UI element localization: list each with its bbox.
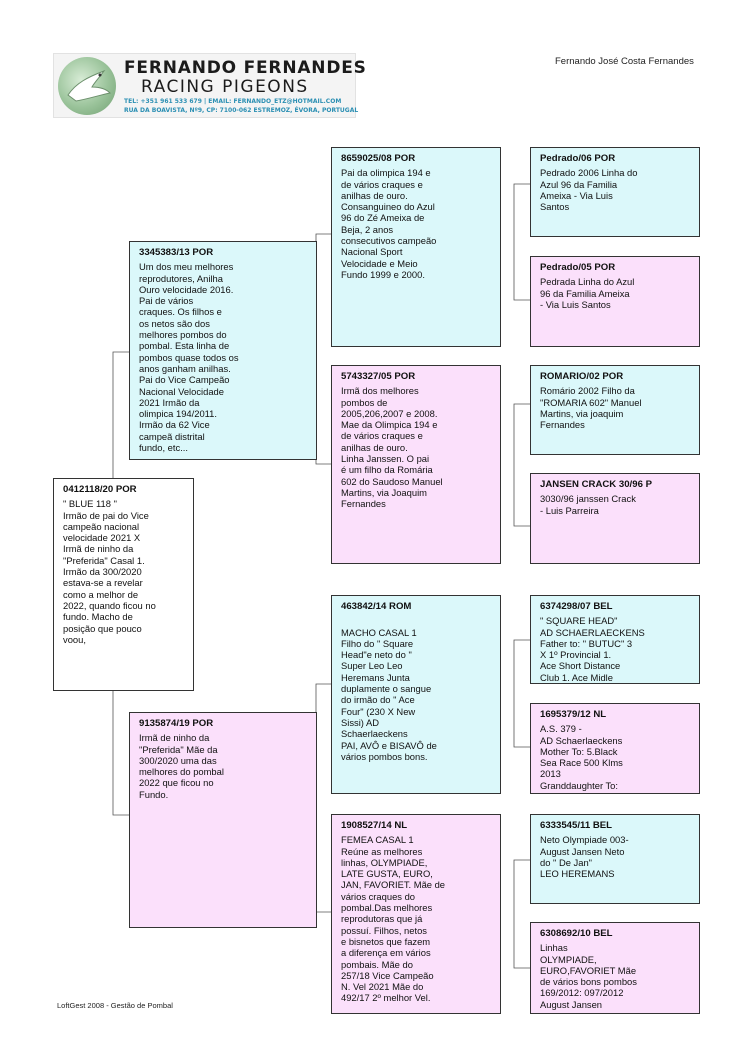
pigeon-description: A.S. 379 - AD Schaerlaeckens Mother To: … [540, 723, 623, 791]
logo-subtitle: RACING PIGEONS [141, 77, 309, 97]
ring-number: 9135874/19 POR [139, 718, 214, 729]
pigeon-description: Linhas OLYMPIADE, EURO,FAVORIET Mãe de v… [540, 942, 637, 1010]
owner-name: Fernando José Costa Fernandes [555, 56, 694, 67]
pigeon-description: Neto Olympiade 003- August Jansen Neto d… [540, 834, 629, 880]
great-grandparent-card: 6308692/10 BEL Linhas OLYMPIADE, EURO,FA… [530, 922, 700, 1014]
ring-number: 1908527/14 NL [341, 820, 408, 831]
logo-address: RUA DA BOAVISTA, Nº9, CP: 7100-062 ESTRE… [124, 107, 359, 114]
sire-card: 3345383/13 POR Um dos meu melhores repro… [129, 241, 317, 460]
logo-contact: TEL: +351 961 533 679 | EMAIL: FERNANDO_… [124, 98, 342, 105]
great-grandparent-card: ROMARIO/02 POR Romário 2002 Filho da "RO… [530, 365, 700, 455]
pigeon-description: Irmã dos melhores pombos de 2005,206,200… [341, 385, 443, 510]
ring-number: 6333545/11 BEL [540, 820, 613, 831]
great-grandparent-card: Pedrado/05 POR Pedrada Linha do Azul 96 … [530, 256, 700, 347]
breeder-logo: FERNANDO FERNANDES RACING PIGEONS TEL: +… [53, 53, 367, 118]
ring-number: 3345383/13 POR [139, 247, 214, 258]
ring-number: JANSEN CRACK 30/96 P [540, 479, 652, 490]
ring-number: 1695379/12 NL [540, 709, 607, 720]
great-grandparent-card: 6374298/07 BEL " SQUARE HEAD" AD SCHAERL… [530, 595, 700, 684]
ring-number: ROMARIO/02 POR [540, 371, 624, 382]
pigeon-description: 3030/96 janssen Crack - Luis Parreira [540, 493, 636, 516]
pigeon-description: Pedrada Linha do Azul 96 da Familia Amei… [540, 276, 635, 310]
great-grandparent-card: Pedrado/06 POR Pedrado 2006 Linha do Azu… [530, 147, 700, 237]
pigeon-description: Um dos meu melhores reprodutores, Anilha… [139, 261, 239, 454]
dam-sire-card: 463842/14 ROM MACHO CASAL 1 Filho do " S… [331, 595, 501, 794]
ring-number: Pedrado/05 POR [540, 262, 616, 273]
pigeon-icon [58, 57, 116, 115]
logo-title: FERNANDO FERNANDES [124, 58, 367, 78]
pigeon-description: MACHO CASAL 1 Filho do " Square Head"e n… [341, 626, 437, 762]
great-grandparent-card: 1695379/12 NL A.S. 379 - AD Schaerlaecke… [530, 703, 700, 794]
ring-number: 463842/14 ROM [341, 601, 412, 612]
pigeon-description: Pai da olimpica 194 e de vários craques … [341, 167, 437, 280]
ring-number: 0412118/20 POR [63, 484, 137, 495]
pigeon-description: " SQUARE HEAD" AD SCHAERLAECKENS Father … [540, 615, 645, 683]
pigeon-description: " BLUE 118 " Irmão de pai do Vice campeã… [63, 498, 156, 645]
pigeon-description: Irmã de ninho da "Preferida" Mãe da 300/… [139, 732, 224, 800]
sire-sire-card: 8659025/08 POR Pai da olimpica 194 e de … [331, 147, 501, 347]
subject-pigeon-card: 0412118/20 POR " BLUE 118 " Irmão de pai… [53, 478, 194, 691]
ring-number: 6374298/07 BEL [540, 601, 613, 612]
dam-card: 9135874/19 POR Irmã de ninho da "Preferi… [129, 712, 317, 928]
ring-number: 8659025/08 POR [341, 153, 416, 164]
pigeon-description: Romário 2002 Filho da "ROMARIA 602" Manu… [540, 385, 642, 431]
great-grandparent-card: 6333545/11 BEL Neto Olympiade 003- Augus… [530, 814, 700, 904]
ring-number: Pedrado/06 POR [540, 153, 616, 164]
great-grandparent-card: JANSEN CRACK 30/96 P 3030/96 janssen Cra… [530, 473, 700, 564]
ring-number: 6308692/10 BEL [540, 928, 613, 939]
sire-dam-card: 5743327/05 POR Irmã dos melhores pombos … [331, 365, 501, 564]
dam-dam-card: 1908527/14 NL FEMEA CASAL 1 Reúne as mel… [331, 814, 501, 1014]
ring-number: 5743327/05 POR [341, 371, 416, 382]
footer-credit: LoftGest 2008 - Gestão de Pombal [57, 1001, 173, 1010]
pigeon-description: FEMEA CASAL 1 Reúne as melhores linhas, … [341, 834, 446, 1004]
pigeon-description: Pedrado 2006 Linha do Azul 96 da Familia… [540, 167, 638, 213]
